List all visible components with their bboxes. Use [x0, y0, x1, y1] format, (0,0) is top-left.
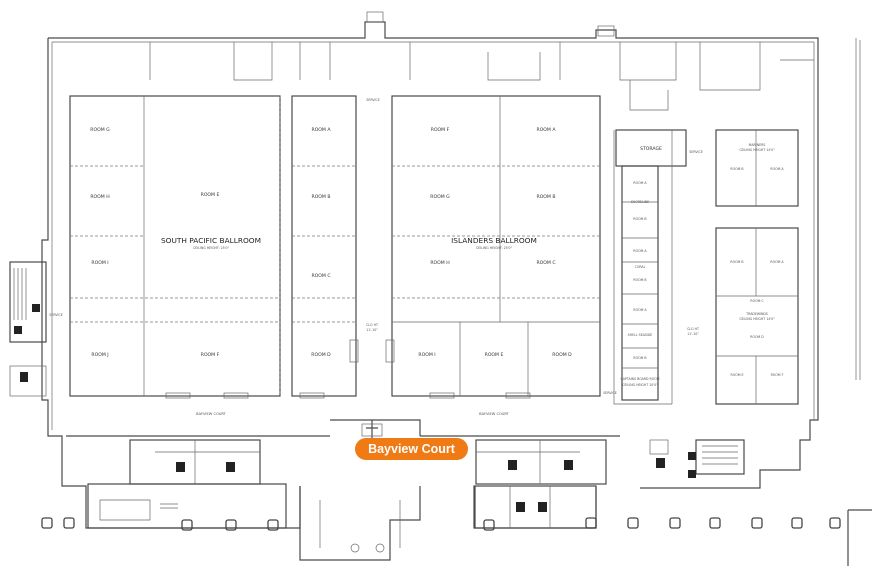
left-ballroom-ceiling: CEILING HEIGHT: 25'0": [193, 246, 230, 250]
reef-room-b: ROOM B: [633, 217, 646, 221]
service-label-top: SERVICE: [366, 98, 379, 102]
restroom-icon: [176, 462, 185, 472]
escalator-icon: [14, 326, 22, 334]
mariners-name: MARINERS: [749, 143, 766, 147]
right-room-f: ROOM F: [431, 127, 450, 133]
restroom-icons: [14, 304, 696, 512]
tradewinds-sub: CEILING HEIGHT 14'0": [739, 317, 775, 321]
right-room-a: ROOM A: [537, 127, 557, 133]
left-ballroom-name: SOUTH PACIFIC BALLROOM: [161, 236, 261, 245]
left-room-g: ROOM G: [90, 127, 110, 133]
reef-label: SHORELINE: [631, 200, 649, 204]
right-room-e: ROOM E: [485, 352, 504, 358]
escalator-icon: [688, 470, 696, 478]
exterior-columns: [41, 509, 872, 566]
middle-meeting-rooms: [613, 129, 687, 405]
right-room-h: ROOM H: [430, 260, 449, 266]
right-room-b: ROOM B: [537, 194, 556, 200]
reef-room-a: ROOM A: [633, 181, 647, 185]
left-room-b: ROOM B: [312, 194, 331, 200]
right-room-i: ROOM I: [418, 352, 435, 358]
left-room-a: ROOM A: [312, 127, 332, 133]
service-label-left: SERVICE: [49, 313, 62, 317]
escalator-icon: [688, 452, 696, 460]
bayview-court-right: BAYVIEW COURT: [479, 412, 510, 416]
clg-left-line1: CLG HT: [366, 323, 378, 327]
left-escalators: [9, 261, 47, 397]
tw-room-e: ROOM E: [730, 373, 743, 377]
coral-room-b: ROOM B: [633, 278, 646, 282]
bayview-court-left: BAYVIEW COURT: [196, 412, 227, 416]
building-outline: [41, 11, 861, 529]
shell-room-b: ROOM B: [633, 356, 646, 360]
restroom-icon: [226, 462, 235, 472]
left-room-f: ROOM F: [201, 352, 220, 358]
clg-right-line1: CLG HT: [687, 327, 699, 331]
right-room-g: ROOM G: [430, 194, 450, 200]
restroom-icon: [538, 502, 547, 512]
mariners-room-b: ROOM B: [730, 167, 743, 171]
tw-room-d: ROOM D: [750, 335, 764, 339]
service-label-mid: SERVICE: [689, 150, 702, 154]
restroom-icon: [564, 460, 573, 470]
tw-room-f: ROOM F: [771, 373, 784, 377]
mariners-sub: CEILING HEIGHT 14'0": [739, 148, 775, 152]
tw-room-c: ROOM C: [750, 299, 764, 303]
shell-label: SHELL SEASIDE: [628, 333, 653, 337]
right-ballroom-ceiling: CEILING HEIGHT: 25'0": [476, 246, 513, 250]
right-room-d: ROOM D: [552, 352, 572, 358]
lower-concourse: [66, 419, 745, 561]
clg-left-line2: 11'-10": [366, 328, 378, 332]
restroom-icon: [516, 502, 525, 512]
service-label-bottom: SERVICE: [603, 391, 616, 395]
bayview-court-callout[interactable]: Bayview Court: [355, 438, 468, 460]
coral-label: CORAL: [635, 265, 646, 269]
far-right-rooms: [715, 129, 799, 405]
clg-right-line2: 11'-10": [687, 332, 699, 336]
captains-room: CAPTAINS BOARD ROOM: [621, 377, 660, 381]
south-pacific-ballroom: [69, 95, 359, 399]
right-room-c: ROOM C: [536, 260, 555, 266]
elevator-icon: [656, 458, 665, 468]
tw-room-a: ROOM A: [770, 260, 784, 264]
escalator-icon: [32, 304, 40, 312]
storage-label: STORAGE: [640, 146, 662, 152]
tw-room-b: ROOM B: [730, 260, 743, 264]
shell-room-a-top: ROOM A: [633, 308, 647, 312]
location-marker: [361, 420, 383, 438]
captains-sub: CEILING HEIGHT 10'0": [622, 383, 658, 387]
islanders-ballroom: [385, 95, 601, 399]
mariners-room-a: ROOM A: [770, 167, 784, 171]
left-room-j: ROOM J: [91, 352, 108, 358]
restroom-icon: [508, 460, 517, 470]
left-room-i: ROOM I: [91, 260, 108, 266]
left-room-d: ROOM D: [311, 352, 331, 358]
left-room-h: ROOM H: [90, 194, 109, 200]
right-ballroom-name: ISLANDERS BALLROOM: [451, 236, 537, 245]
tradewinds-name: TRADEWINDS: [745, 312, 768, 316]
coral-room-a: ROOM A: [633, 249, 647, 253]
left-room-e: ROOM E: [201, 192, 220, 198]
left-room-c: ROOM C: [311, 273, 330, 279]
